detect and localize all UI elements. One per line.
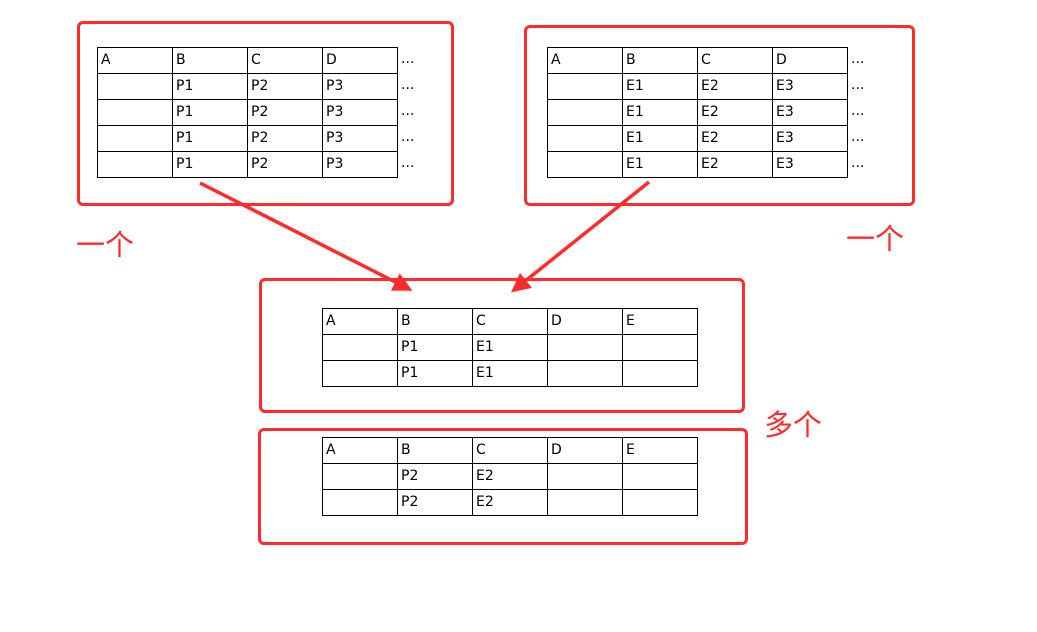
continuation-ellipsis: ... [851, 51, 865, 67]
continuation-ellipsis: ... [401, 51, 415, 67]
table-cell: P2 [247, 73, 323, 100]
table-cell: E1 [622, 73, 698, 100]
table-cell: E2 [472, 489, 548, 516]
right-source-frame [524, 25, 915, 206]
table-cell: P2 [397, 489, 473, 516]
left-source-frame [77, 21, 454, 206]
bottom-result-frame [258, 428, 748, 545]
table-cell: P2 [247, 99, 323, 126]
table-cell [547, 360, 623, 387]
table-cell: B [622, 47, 698, 74]
table-cell: E1 [622, 151, 698, 178]
table-cell: B [172, 47, 248, 74]
table-cell: D [772, 47, 848, 74]
table-cell: P3 [322, 99, 398, 126]
table-cell: P3 [322, 151, 398, 178]
table-cell: D [547, 308, 623, 335]
table-cell: P2 [247, 151, 323, 178]
table-cell [547, 489, 623, 516]
table-cell [622, 360, 698, 387]
left-source-caption: 一个 [76, 228, 135, 262]
continuation-ellipsis: ... [401, 129, 415, 145]
table-cell: A [322, 308, 398, 335]
table-cell: D [547, 437, 623, 464]
table-cell [322, 360, 398, 387]
merge-arrow-left [199, 181, 413, 291]
continuation-ellipsis: ... [401, 155, 415, 171]
table-cell: E3 [772, 151, 848, 178]
table-cell: P1 [397, 360, 473, 387]
table-cell [322, 489, 398, 516]
continuation-ellipsis: ... [851, 77, 865, 93]
right-source-caption: 一个 [846, 222, 905, 256]
table-cell: E [622, 437, 698, 464]
table-cell: E3 [772, 73, 848, 100]
table-cell [622, 489, 698, 516]
continuation-ellipsis: ... [401, 103, 415, 119]
table-cell: P2 [397, 463, 473, 490]
table-cell: P3 [322, 125, 398, 152]
table-cell [547, 463, 623, 490]
table-cell: P1 [172, 125, 248, 152]
table-cell: B [397, 437, 473, 464]
continuation-ellipsis: ... [851, 129, 865, 145]
continuation-ellipsis: ... [401, 77, 415, 93]
table-cell: P1 [397, 334, 473, 361]
table-cell [97, 125, 173, 152]
table-cell: P1 [172, 151, 248, 178]
table-cell: E2 [697, 151, 773, 178]
table-cell [622, 334, 698, 361]
table-cell: C [472, 437, 548, 464]
continuation-ellipsis: ... [851, 155, 865, 171]
table-cell [547, 151, 623, 178]
result-caption: 多个 [764, 408, 823, 442]
table-cell [97, 151, 173, 178]
merge-arrow-right [510, 180, 651, 293]
table-cell: P2 [247, 125, 323, 152]
table-cell: E1 [472, 360, 548, 387]
table-cell: E2 [697, 99, 773, 126]
top-result-frame [259, 278, 745, 413]
table-cell: E [622, 308, 698, 335]
table-cell: P1 [172, 99, 248, 126]
table-cell: E1 [622, 99, 698, 126]
continuation-ellipsis: ... [851, 103, 865, 119]
